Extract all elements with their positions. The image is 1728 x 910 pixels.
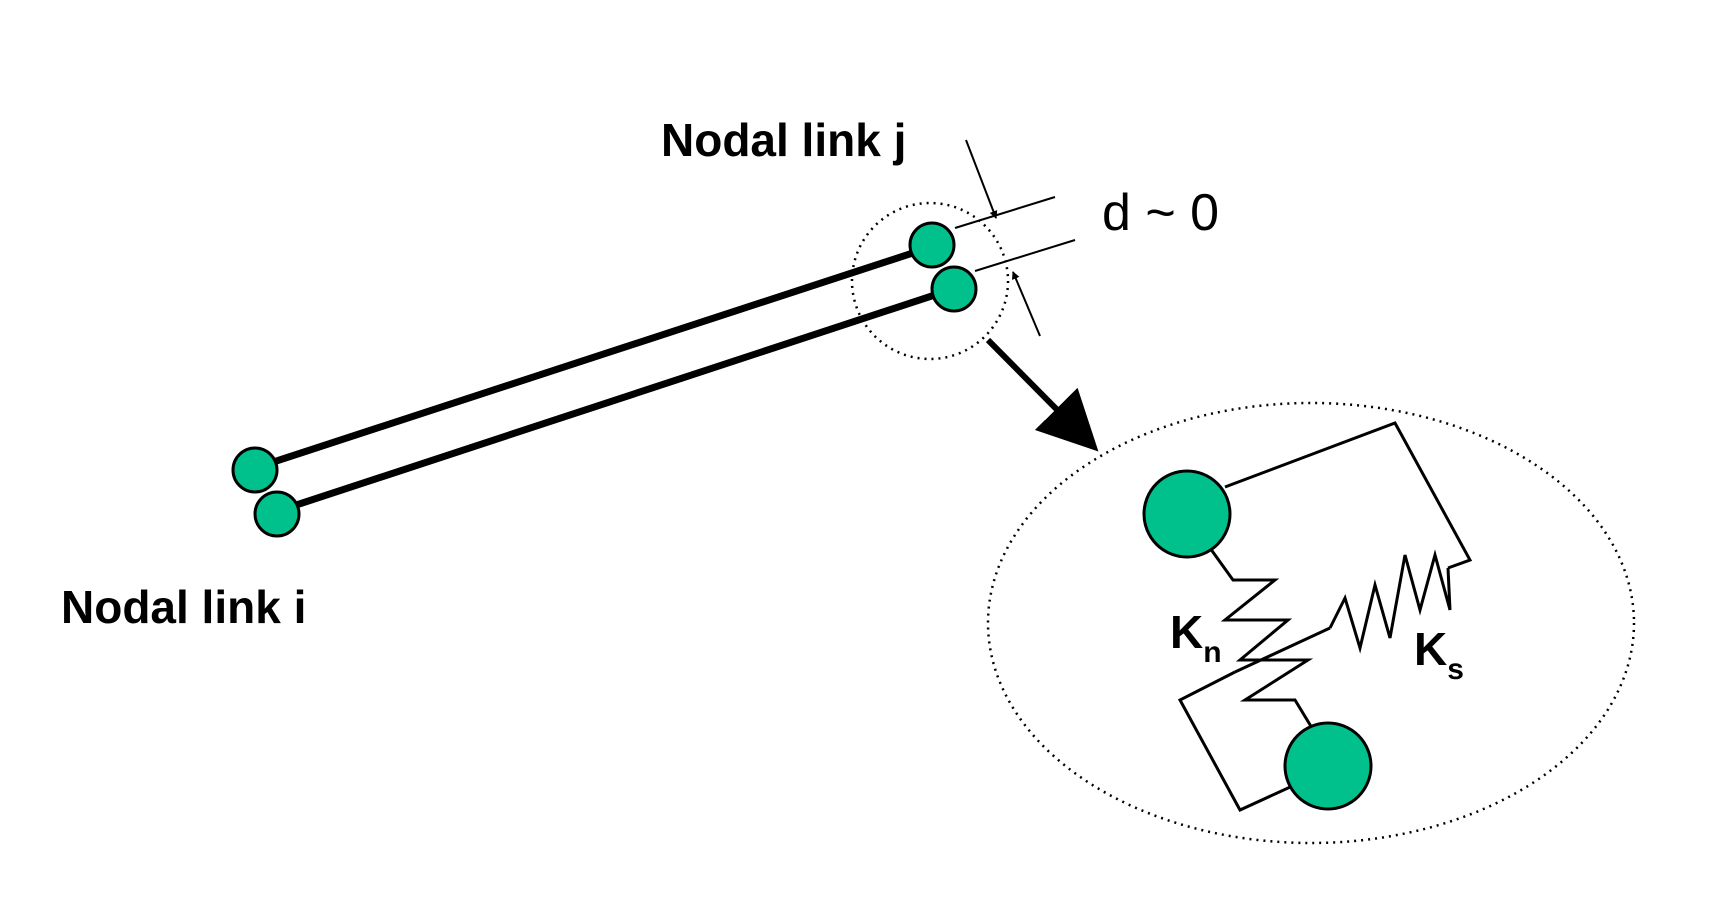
lower-node-frame [1177, 670, 1311, 812]
link-bar-lower [273, 286, 952, 516]
label-ks: Ks [1414, 623, 1464, 686]
kn-spring [1208, 547, 1314, 729]
dimension-extension-lower [974, 239, 1076, 272]
link-bar-upper [253, 246, 924, 472]
label-nodal-link-j: Nodal link j [661, 114, 906, 166]
label-ks-main: K [1414, 623, 1447, 675]
dimension-arrow-top [965, 139, 998, 219]
ks-spring-lead [1234, 626, 1331, 674]
zoom-circle-small [850, 201, 1010, 361]
zoom-arrow [985, 337, 1099, 452]
upper-node-frame [1224, 421, 1473, 570]
node-j-lower [930, 265, 978, 313]
zoom-node-lower [1283, 721, 1373, 811]
label-distance: d ~ 0 [1102, 184, 1219, 242]
node-i-lower [253, 490, 301, 538]
label-ks-sub: s [1447, 653, 1464, 686]
ks-spring [1328, 549, 1452, 654]
node-i-upper [231, 446, 279, 494]
label-kn-sub: n [1203, 636, 1221, 669]
dimension-arrow-bottom [1012, 271, 1041, 337]
label-kn: Kn [1170, 606, 1222, 669]
label-nodal-link-i: Nodal link i [61, 581, 306, 633]
dimension-extension-upper [954, 196, 1056, 229]
node-j-upper [908, 221, 956, 269]
zoom-node-upper [1142, 469, 1232, 559]
label-kn-main: K [1170, 606, 1203, 658]
zoom-circle-large [986, 401, 1636, 845]
